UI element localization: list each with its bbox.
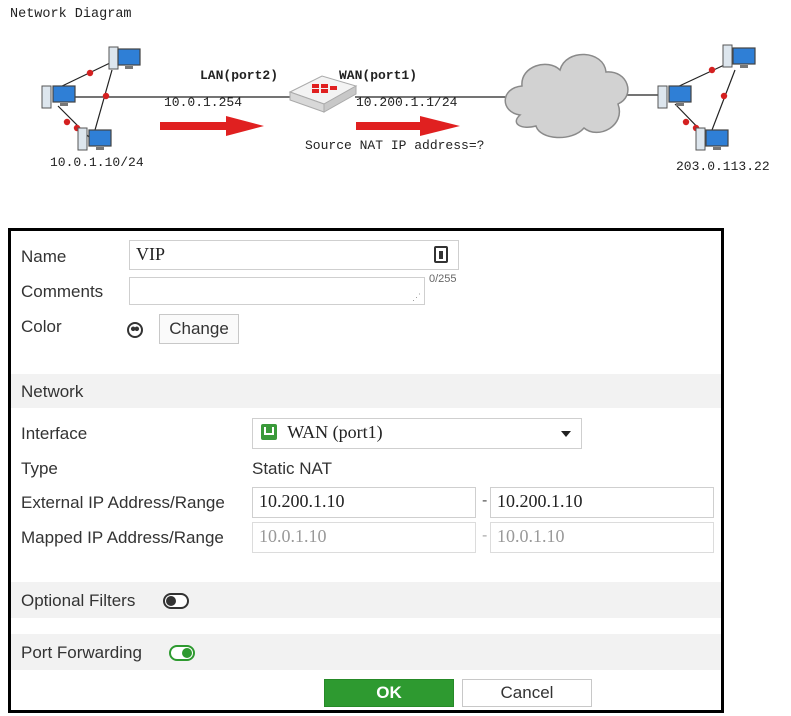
- firewall-icon: [288, 75, 358, 113]
- wan-ip-label: 10.200.1.1/24: [356, 95, 458, 110]
- computer-icon: [695, 127, 729, 151]
- arrow-icon: [160, 116, 264, 136]
- lan-ip-label: 10.0.1.254: [164, 95, 243, 110]
- computer-icon: [77, 127, 112, 151]
- range-separator: -: [482, 527, 488, 544]
- name-input[interactable]: VIP: [129, 240, 459, 270]
- computer-icon: [722, 44, 756, 68]
- ok-button[interactable]: OK: [324, 679, 454, 707]
- mapped-ip-label: Mapped IP Address/Range: [21, 528, 224, 547]
- type-value: Static NAT: [252, 459, 332, 478]
- external-ip-start-value: 10.200.1.10: [259, 491, 345, 511]
- computer-icon: [41, 85, 76, 109]
- type-label: Type: [21, 459, 58, 478]
- optional-filters-toggle[interactable]: [163, 593, 189, 609]
- external-ip-end-input[interactable]: 10.200.1.10: [490, 487, 714, 518]
- diagram-title: Network Diagram: [10, 7, 132, 22]
- port-icon: [261, 424, 277, 440]
- external-ip-end-value: 10.200.1.10: [497, 491, 583, 511]
- left-link-c: [94, 69, 113, 131]
- computer-icon: [657, 85, 692, 109]
- network-section: Network: [11, 374, 721, 408]
- clipboard-icon[interactable]: [434, 246, 448, 263]
- comments-label: Comments: [21, 282, 104, 301]
- interface-select-value: WAN (port1): [287, 422, 383, 442]
- port-forwarding-section: Port Forwarding: [11, 634, 721, 670]
- name-input-value: VIP: [136, 244, 166, 264]
- wan-port-label: WAN(port1): [339, 68, 418, 83]
- chevron-down-icon: [561, 431, 571, 437]
- external-ip-start-input[interactable]: 10.200.1.10: [252, 487, 476, 518]
- right-link-c: [711, 69, 736, 131]
- external-ip-label: External IP Address/Range: [21, 493, 225, 512]
- mapped-ip-start-input[interactable]: 10.0.1.10: [252, 522, 476, 553]
- change-color-button[interactable]: Change: [159, 314, 239, 344]
- mapped-ip-end-input[interactable]: 10.0.1.10: [490, 522, 714, 553]
- interface-label: Interface: [21, 424, 88, 443]
- comments-counter: 0/255: [429, 273, 457, 285]
- right-node-dot: [682, 118, 690, 126]
- left-node-dot: [86, 69, 94, 77]
- left-node-dot: [102, 92, 110, 100]
- left-node-dot: [63, 118, 71, 126]
- source-nat-question: Source NAT IP address=?: [305, 138, 485, 153]
- optional-filters-label: Optional Filters: [21, 591, 136, 610]
- left-host-ip: 10.0.1.10/24: [50, 155, 144, 170]
- color-label: Color: [21, 317, 62, 336]
- right-node-dot: [720, 92, 728, 100]
- mapped-ip-end-value: 10.0.1.10: [497, 526, 565, 546]
- name-label: Name: [21, 247, 67, 266]
- network-diagram: Network Diagram LAN(port2) WAN(port1) 10…: [0, 0, 791, 210]
- right-node-dot: [708, 66, 716, 74]
- interface-select[interactable]: WAN (port1): [252, 418, 582, 449]
- resize-grip-icon: ⋰: [412, 292, 421, 302]
- optional-filters-section: Optional Filters: [11, 582, 721, 618]
- palette-icon: [127, 322, 143, 338]
- vip-edit-dialog: Name VIP 0/255 Comments ⋰ Color Change N…: [8, 228, 724, 713]
- comments-input[interactable]: ⋰: [129, 277, 425, 305]
- range-separator: -: [482, 492, 488, 509]
- port-forwarding-toggle[interactable]: [169, 645, 195, 661]
- right-host-ip: 203.0.113.22: [676, 159, 770, 174]
- cloud-icon: [504, 53, 629, 139]
- network-section-title: Network: [21, 382, 84, 401]
- arrow-icon: [356, 116, 460, 136]
- mapped-ip-start-value: 10.0.1.10: [259, 526, 327, 546]
- diagram-graphics: [41, 44, 756, 151]
- left-link-a: [57, 61, 113, 89]
- lan-port-label: LAN(port2): [200, 68, 279, 83]
- port-forwarding-label: Port Forwarding: [21, 643, 142, 662]
- cancel-button[interactable]: Cancel: [462, 679, 592, 707]
- computer-icon: [108, 46, 141, 70]
